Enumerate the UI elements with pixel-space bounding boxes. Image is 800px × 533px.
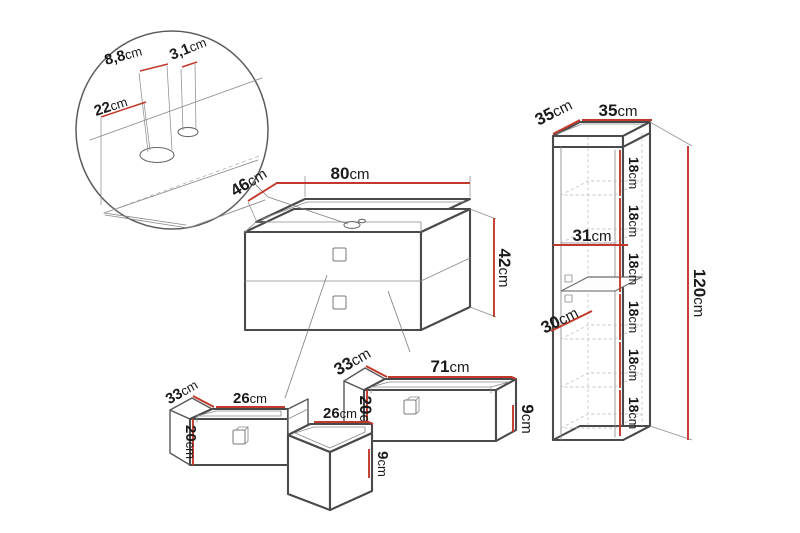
detail-back-edge	[89, 77, 263, 141]
narrow-drawer-left-back-edge	[287, 408, 309, 420]
dim-label-shelf-inner-width: 31cm	[573, 226, 612, 245]
cabinet-top-inner-edge	[261, 201, 465, 220]
dim-label-shelf-compartment-5: 18cm	[626, 349, 642, 381]
narrow-drawer-left-inner-rim	[196, 410, 282, 417]
dim-label-narrow-drawer-right-height: 9cm	[374, 451, 391, 477]
detail-ext-6	[143, 102, 151, 151]
wide-drawer-handle[interactable]	[403, 399, 417, 415]
shelf-plate-6	[560, 413, 643, 429]
dim-label-shelf-depth: 35cm	[532, 95, 575, 130]
shelf-depth-dimline	[552, 119, 581, 135]
dim-label-shelf-compartment-4: 18cm	[626, 301, 642, 333]
shelf-total-height-ext-bottom	[649, 425, 693, 441]
dim-label-wide-drawer-width: 71cm	[431, 357, 470, 376]
wide-drawer-width-dimline-tick	[511, 376, 517, 380]
dim-label-wide-drawer-height-side: 9cm	[518, 404, 537, 433]
wide-drawer-handle-side	[415, 396, 420, 415]
detail-ext-3	[180, 68, 184, 131]
large-cable-hole	[139, 146, 175, 164]
dim-label-narrow-drawer-left-width: 26cm	[233, 390, 267, 407]
detail-ext-4	[194, 63, 197, 131]
cabinet-handle-upper[interactable]	[332, 247, 347, 262]
dim-label-shelf-width: 35cm	[599, 101, 638, 120]
narrow-drawer-left: 26cm 33cm 20cm	[163, 377, 309, 467]
cabinet-height-ext-top	[469, 208, 497, 220]
narrow-drawer-left-handle[interactable]	[232, 429, 246, 445]
cabinet-callout-leader	[267, 196, 349, 225]
detail-front-edge	[103, 159, 259, 214]
shelf-plate-2	[560, 228, 643, 244]
narrow-drawer-right: 26cm 9cm	[286, 405, 391, 512]
dim-label-hole-diameter: 3,1cm	[167, 34, 209, 64]
wide-drawer-depth-dimline	[365, 365, 388, 378]
detail-ext-2	[166, 65, 173, 151]
two-drawer-cabinet: 80cm 46cm 42cm	[227, 164, 514, 399]
tall-shelf-unit: 35cm 35cm 120cm 31cm 30cm 18cm 18cm 18cm…	[532, 95, 709, 442]
shelf-plate-1	[560, 180, 643, 196]
narrow-drawer-right-inner-rim	[294, 426, 366, 449]
detail-front-face-edge	[103, 212, 187, 226]
dim-label-cabinet-height: 42cm	[495, 249, 514, 288]
dim-label-shelf-total-height: 120cm	[690, 269, 709, 317]
narrow-drawer-left-handle-top	[235, 426, 249, 431]
dim-label-shelf-compartment-6: 18cm	[626, 397, 642, 429]
dim-label-shelf-compartment-2: 18cm	[626, 205, 642, 237]
shelf-top-inner	[556, 123, 646, 135]
cabinet-cable-cutout	[343, 221, 361, 229]
dim-label-edge-offset: 22cm	[92, 93, 130, 120]
wide-drawer-top-rim	[362, 377, 518, 392]
narrow-drawer-right-width-tick	[368, 421, 374, 425]
cabinet-leader-to-narrow-drawer	[284, 274, 328, 399]
cabinet-depth-dimline	[247, 182, 278, 202]
dim-label-narrow-drawer-right-width: 26cm	[323, 405, 357, 422]
shelf-total-height-ext-top	[649, 121, 693, 147]
wide-drawer-front-face	[362, 388, 498, 443]
shelf-pin-bracket-2	[564, 294, 573, 303]
dim-label-shelf-compartment-3: 18cm	[626, 253, 642, 285]
cabinet-cable-cutout-small	[358, 218, 366, 224]
detail-front-face	[104, 199, 266, 229]
wide-drawer-inner-rim	[370, 381, 510, 388]
narrow-drawer-left-handle-side	[244, 426, 249, 445]
cable-hole-detail-callout: 8,8cm 3,1cm 22cm	[75, 30, 269, 230]
cabinet-drawer-divider-side	[420, 257, 471, 282]
shelf-plate-4	[560, 324, 643, 340]
shelf-plate-5	[560, 372, 643, 388]
detail-ext-1	[138, 72, 149, 153]
shelf-plates	[560, 180, 643, 429]
narrow-drawer-left-depth-dimline	[192, 395, 215, 408]
small-cable-hole	[177, 126, 199, 138]
cabinet-depth-ext	[247, 201, 257, 221]
cabinet-top-band-inner	[244, 221, 422, 233]
detail-hidden-edge	[103, 154, 263, 214]
magnifier-lens	[75, 30, 269, 230]
dim-label-shelf-compartment-1: 18cm	[626, 157, 642, 189]
dim-hole-offset-left-line	[139, 63, 169, 72]
dim-hole-diameter-line	[181, 61, 198, 68]
dim-edge-offset-line	[100, 101, 147, 118]
narrow-drawer-right-top-rim	[286, 422, 374, 454]
shelf-compartment-dimensions: 18cm 18cm 18cm 18cm 18cm 18cm	[619, 150, 642, 436]
dim-label-cabinet-width: 80cm	[331, 164, 370, 183]
shelf-pin-bracket-1	[564, 274, 573, 283]
shelf-inner-depth-dimline	[550, 310, 593, 332]
dim-label-hole-offset-left: 8,8cm	[103, 43, 144, 69]
dim-label-narrow-drawer-left-height: 20cm	[182, 425, 199, 459]
cabinet-height-ext-bottom	[469, 306, 497, 318]
cabinet-handle-lower[interactable]	[332, 295, 347, 310]
wide-drawer-handle-top	[406, 396, 420, 401]
cabinet-leader-to-wide-drawer	[387, 290, 411, 353]
